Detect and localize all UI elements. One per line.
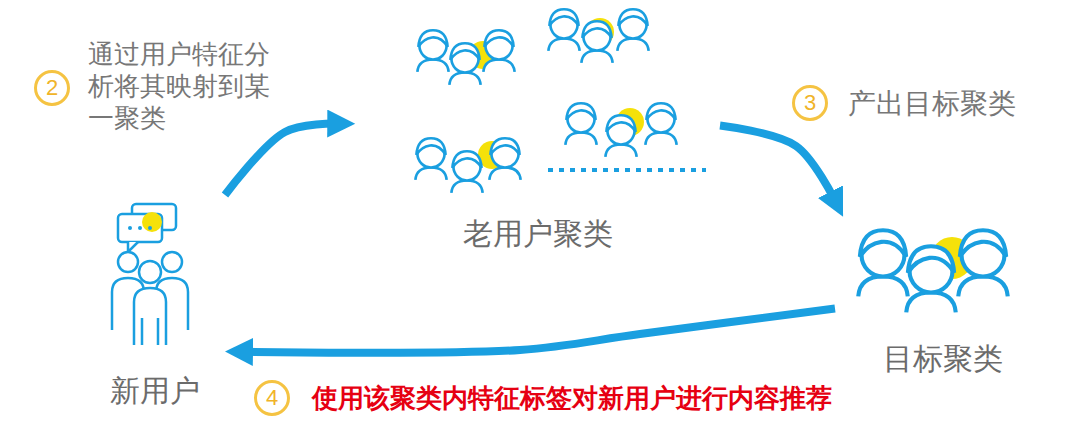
node-label-block: 新用户 — [85, 373, 225, 409]
new-user-icon — [112, 204, 188, 345]
node-label: 新用户 — [85, 373, 225, 409]
node-label: 老用户聚类 — [355, 216, 720, 252]
step-note: 产出目标聚类 — [848, 87, 1016, 121]
flow-arrow — [720, 125, 834, 198]
flow-arrow — [245, 309, 835, 353]
callout-number: 3 — [792, 85, 828, 121]
flow-arrow — [225, 124, 335, 195]
step-note: 通过用户特征分析将其映射到某一聚类 — [88, 38, 278, 134]
old-user-clusters — [415, 9, 706, 193]
step-note-highlight: 使用该聚类内特征标签对新用户进行内容推荐 — [312, 381, 832, 415]
cluster-node: 老用户聚类 — [355, 0, 720, 256]
cluster-node: 目标聚类 — [835, 215, 1050, 385]
callout-number: 2 — [34, 70, 70, 106]
callout-number: 4 — [254, 380, 290, 416]
node-label-block: 老用户聚类 — [355, 216, 720, 252]
target-cluster — [858, 230, 1008, 312]
node-label-block: 目标聚类 — [835, 341, 1050, 377]
cluster-node: 新用户 — [85, 195, 225, 413]
node-label: 目标聚类 — [835, 341, 1050, 377]
